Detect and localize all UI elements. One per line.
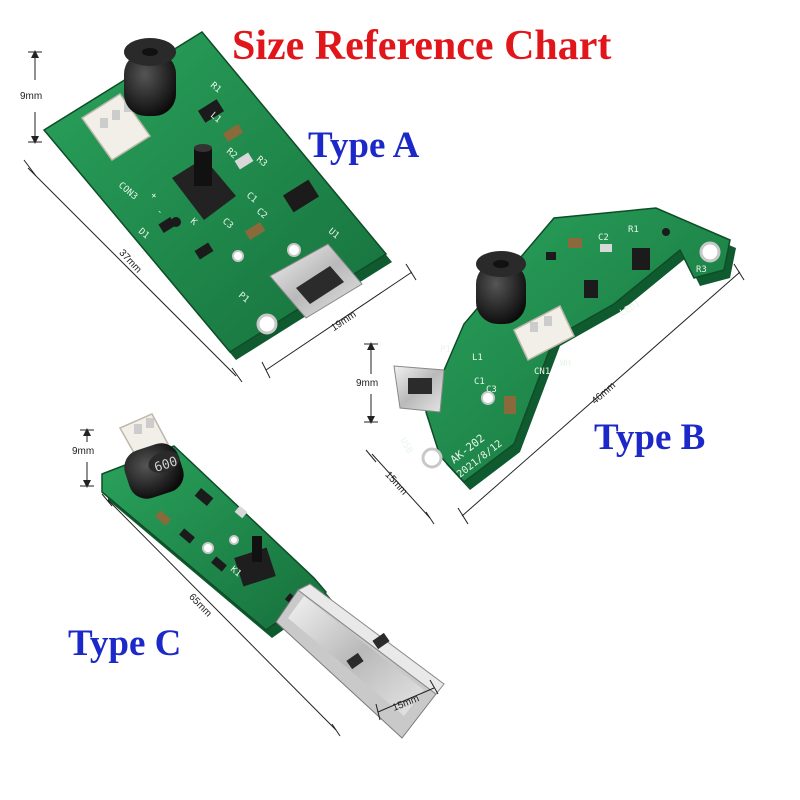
connector-a	[80, 92, 152, 162]
silk-b-8: R1	[628, 225, 639, 235]
smd-components-b	[481, 228, 670, 414]
type-b-board: AK-202 2021/8/12 USB P1 L1 C1 C3 C2 R1 R…	[364, 207, 745, 525]
dimension-arrows-a	[31, 50, 39, 144]
silk-b-7: C2	[598, 233, 609, 243]
smd-components-a	[158, 99, 320, 262]
silk-c-0: 600	[153, 454, 180, 476]
dimension-lines-a	[23, 51, 417, 383]
push-button-a	[172, 144, 236, 220]
silk-b-4: L1	[472, 353, 483, 363]
inductor-c	[124, 443, 184, 499]
inductor-b	[476, 251, 526, 324]
mount-hole-b1	[421, 447, 443, 469]
type-a-label: Type A	[308, 125, 420, 166]
type-b-height-label: 9mm	[356, 378, 379, 389]
inductor-a	[124, 38, 176, 116]
silk-b-9: R3	[696, 265, 707, 275]
mount-hole-a	[256, 313, 278, 335]
micro-usb-b	[393, 365, 445, 413]
connector-b	[513, 304, 575, 362]
silk-b-2: USB	[397, 437, 414, 456]
dimension-arrows-c	[83, 428, 91, 488]
silk-a-12: +	[148, 191, 159, 203]
type-a-board: CON3 D1 K C3 C2 C1 R3 R2 R1 U1 P1 L1 + -	[23, 31, 417, 383]
silk-b-6: C3	[486, 385, 497, 395]
push-button-c	[234, 536, 276, 587]
silk-b-11: WH	[560, 359, 571, 369]
micro-usb-a	[269, 243, 363, 319]
silk-b-5: C1	[474, 377, 485, 387]
chart-title: Size Reference Chart	[232, 23, 612, 69]
dimension-arrows-b	[367, 342, 375, 424]
type-b-label: Type B	[594, 417, 706, 458]
silk-a-2: K	[188, 217, 199, 229]
type-c-board: 600 K1	[80, 413, 445, 739]
type-c-label: Type C	[68, 623, 182, 664]
silk-b-10: CN1	[534, 367, 550, 377]
type-c-height-label: 9mm	[72, 446, 95, 457]
silk-b-3: P1	[440, 345, 451, 355]
silk-a-13: -	[154, 207, 165, 218]
mount-hole-b2	[699, 241, 721, 263]
type-a-height-label: 9mm	[20, 91, 43, 102]
usb-a-plug-c	[275, 583, 445, 739]
